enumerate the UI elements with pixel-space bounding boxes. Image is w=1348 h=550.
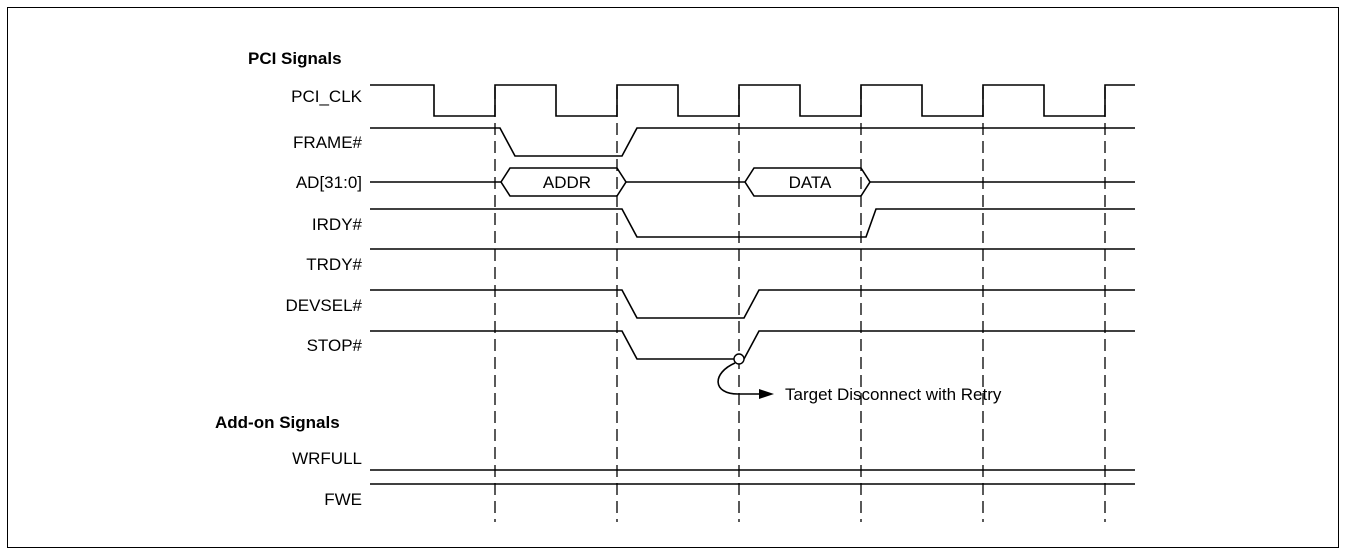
annotation-text: Target Disconnect with Retry [785, 385, 1002, 404]
signal-label-fwe: FWE [324, 490, 362, 509]
annotation-arrow-line [717, 362, 760, 395]
signal-label-pci-clk: PCI_CLK [291, 87, 363, 106]
ad-addr-label: ADDR [543, 173, 591, 192]
waveform-stop [370, 330, 1135, 360]
signal-label-frame: FRAME# [293, 133, 363, 152]
signal-label-irdy: IRDY# [312, 215, 363, 234]
waveform-pci-clk [370, 84, 1135, 117]
waveform-irdy [370, 208, 1135, 238]
signal-label-stop: STOP# [307, 336, 363, 355]
annotation-arrowhead [759, 389, 774, 399]
ad-data-label: DATA [789, 173, 832, 192]
signal-label-devsel: DEVSEL# [285, 296, 362, 315]
waveform-ad: ADDR DATA [370, 167, 1135, 197]
sample-point-marker [733, 353, 745, 365]
signal-label-trdy: TRDY# [306, 255, 362, 274]
clock-edge-guides [494, 87, 1106, 522]
pci-signals-header: PCI Signals [248, 49, 342, 68]
diagram-frame [7, 7, 1339, 548]
signal-label-wrfull: WRFULL [292, 449, 362, 468]
waveform-frame [370, 127, 1135, 157]
addon-signals-header: Add-on Signals [215, 413, 340, 432]
signal-label-ad: AD[31:0] [296, 173, 362, 192]
waveform-devsel [370, 289, 1135, 319]
